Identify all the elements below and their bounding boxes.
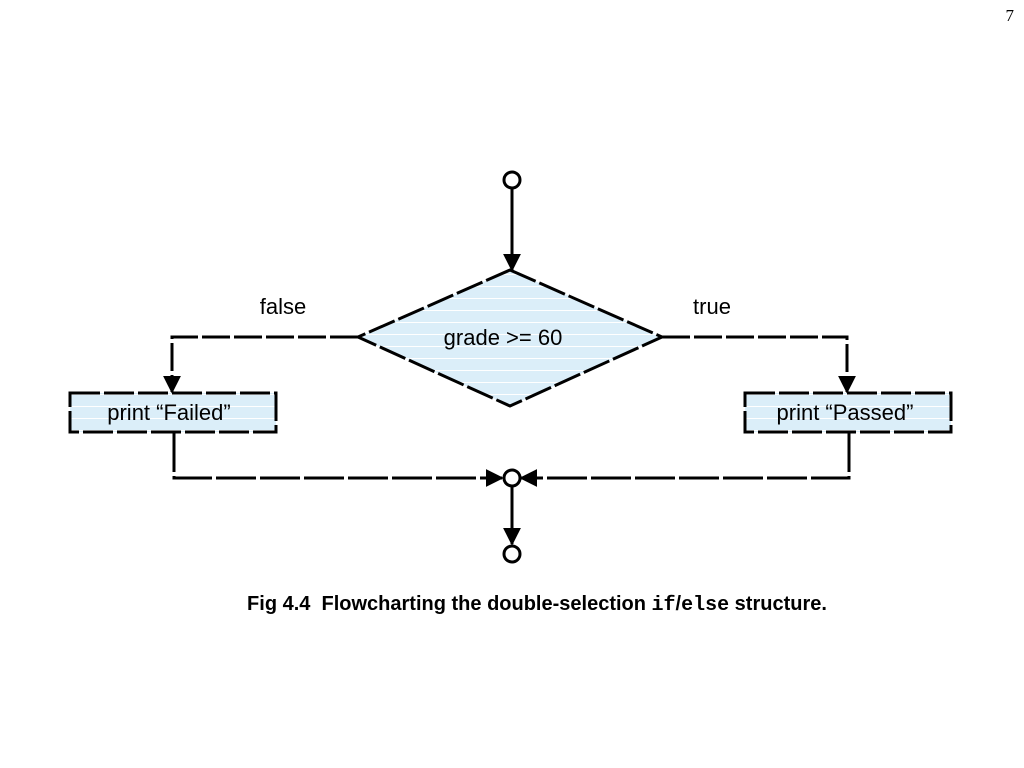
- print-passed-box: [743, 391, 953, 434]
- decision-diamond: [354, 268, 666, 408]
- start-node: [502, 170, 522, 190]
- print-passed-text: print “Passed”: [777, 400, 914, 425]
- merge-node: [502, 468, 522, 488]
- failed-to-merge-arrow: [172, 432, 504, 487]
- print-failed-text: print “Failed”: [107, 400, 230, 425]
- caption-suffix: structure.: [729, 593, 827, 615]
- caption-code-else: else: [681, 594, 730, 617]
- print-failed-box: [68, 391, 278, 434]
- true-label: true: [693, 294, 731, 319]
- passed-to-merge-arrow: [519, 432, 851, 487]
- decision-text: grade >= 60: [444, 325, 563, 350]
- true-branch-arrow: [662, 335, 856, 394]
- figure-caption: Fig 4.4 Flowcharting the double-selectio…: [0, 593, 1024, 617]
- page-number: 7: [1005, 6, 1015, 25]
- false-label: false: [260, 294, 306, 319]
- end-node: [502, 544, 522, 564]
- caption-prefix: Fig 4.4 Flowcharting the double-selectio…: [247, 593, 652, 615]
- caption-slash: /: [675, 593, 682, 615]
- caption-code-if: if: [651, 594, 676, 617]
- false-branch-arrow: [163, 335, 358, 394]
